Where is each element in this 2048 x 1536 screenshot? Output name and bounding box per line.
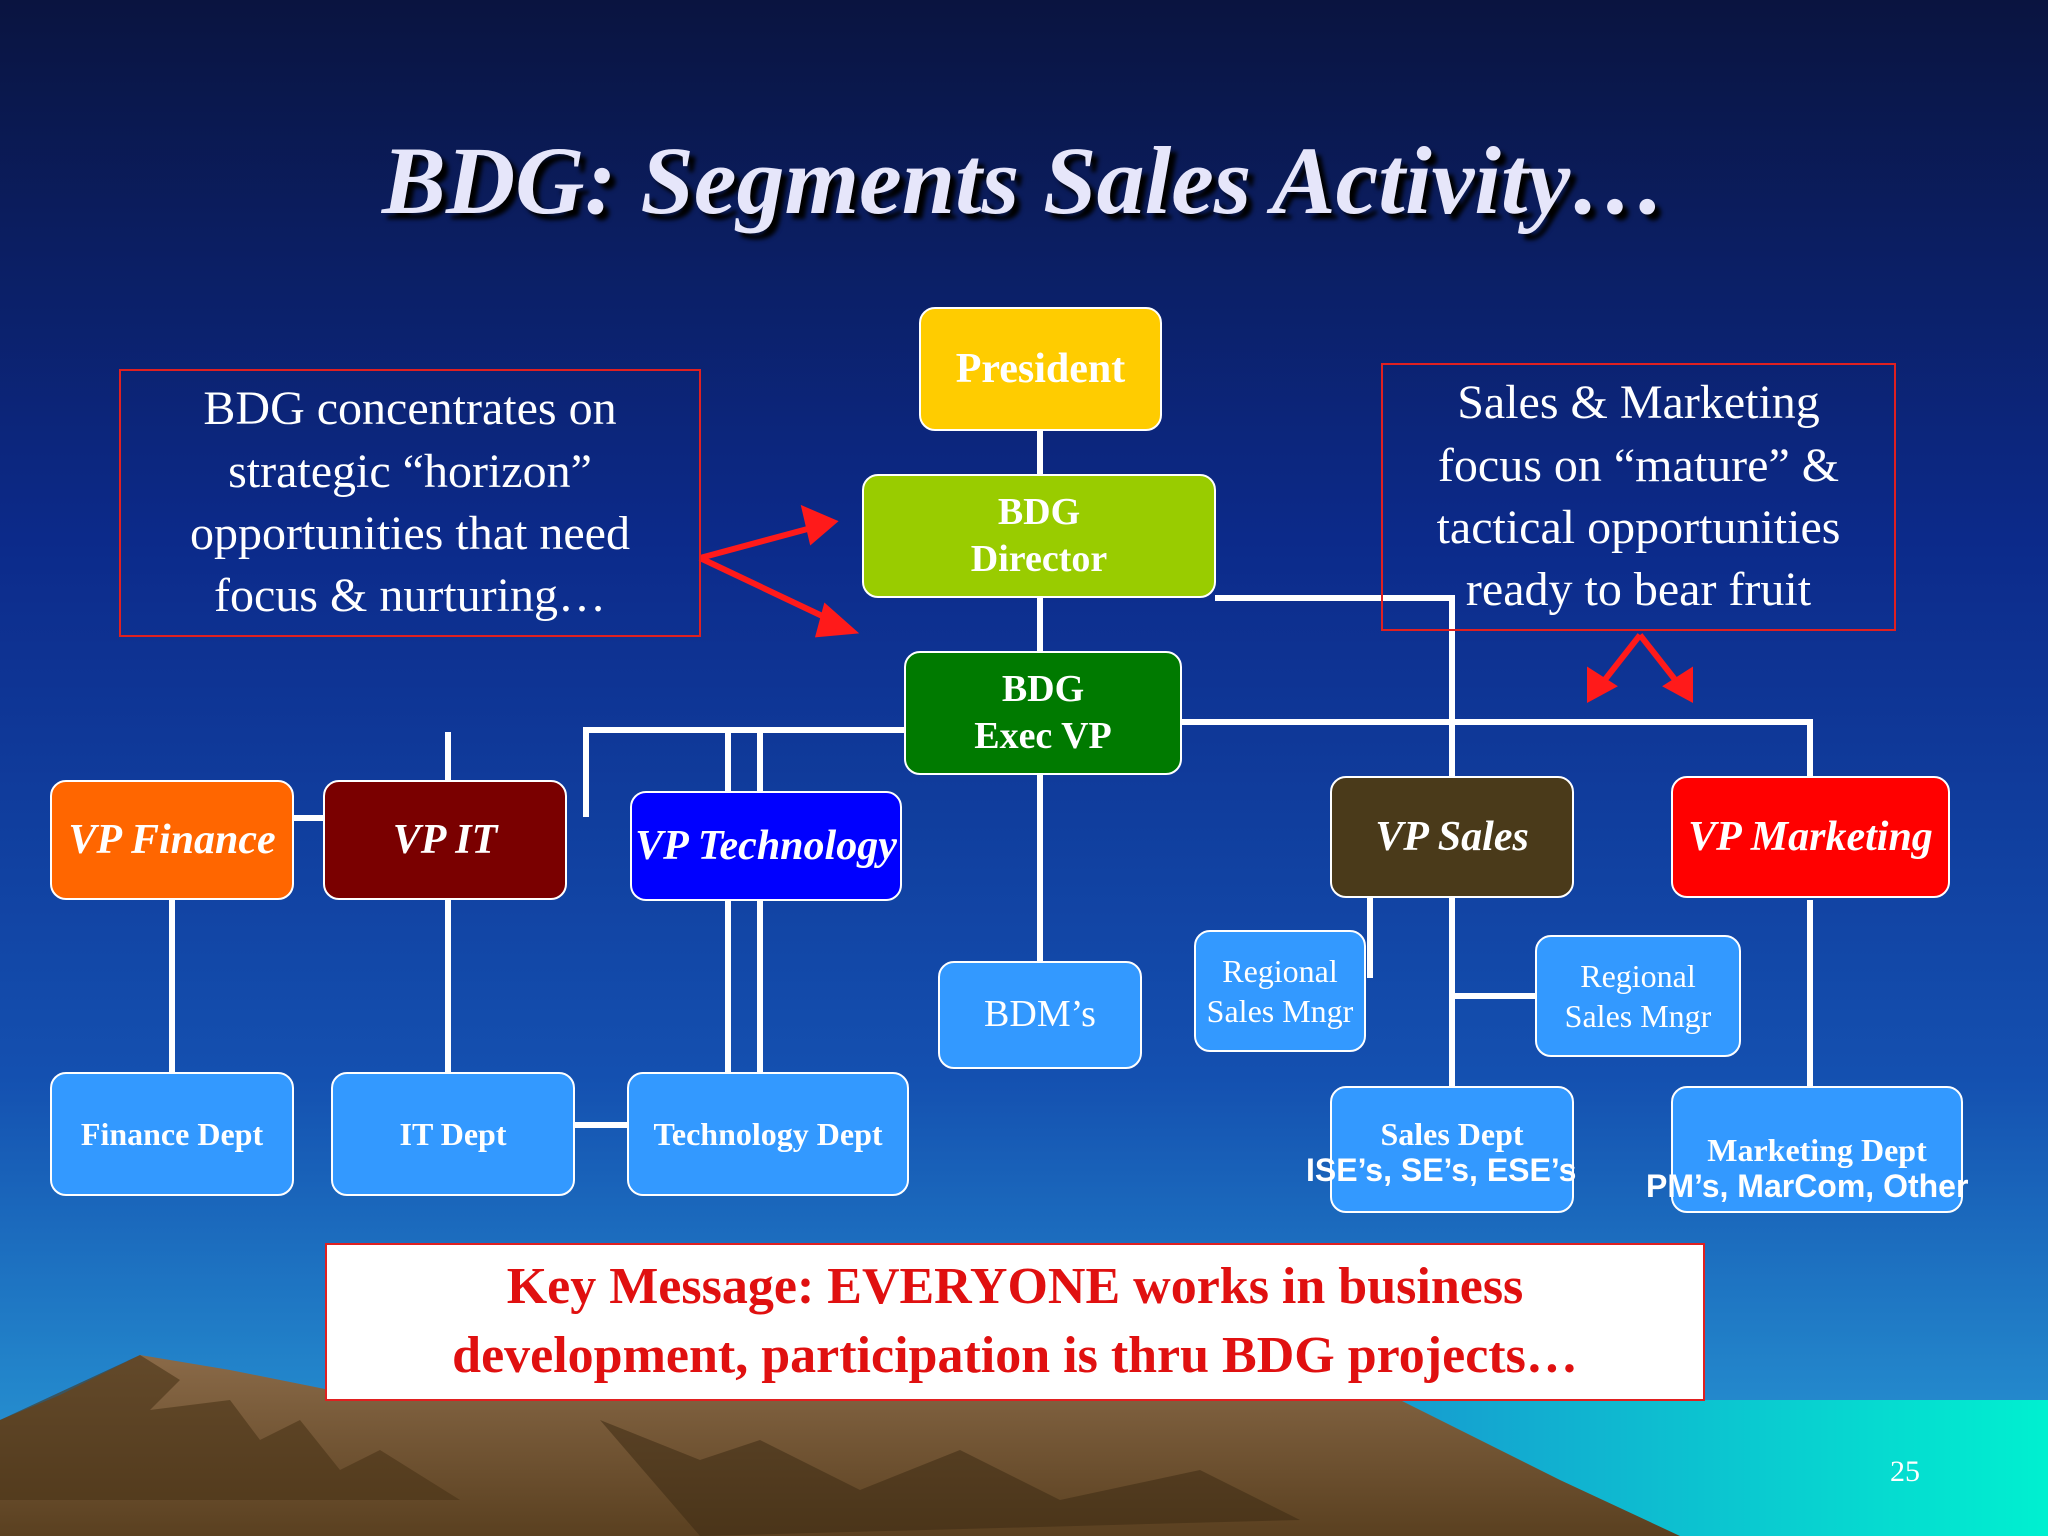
vp-technology-label: VP Technology <box>635 822 897 869</box>
technology-dept-label: Technology Dept <box>653 1116 883 1152</box>
key-message-line: development, participation is thru BDG p… <box>452 1327 1578 1384</box>
left-note-line: opportunities that need <box>190 507 630 560</box>
it-dept-label: IT Dept <box>399 1116 507 1152</box>
president-label: President <box>955 345 1126 392</box>
vp-it-label: VP IT <box>392 816 498 863</box>
left-note: BDG concentrates on strategic “horizon” … <box>119 369 701 637</box>
vp-it-box: VP IT <box>323 780 567 900</box>
marketing-dept-box: Marketing Dept <box>1671 1086 1963 1213</box>
regional-right-line: Regional <box>1580 958 1696 994</box>
bdms-label: BDM’s <box>984 993 1096 1036</box>
vp-technology-box: VP Technology <box>630 791 902 901</box>
vp-finance-label: VP Finance <box>68 816 276 863</box>
regional-sales-mngr-left-box: Regional Sales Mngr <box>1194 930 1366 1052</box>
regional-left-line: Sales Mngr <box>1206 993 1354 1029</box>
right-note-line: focus on “mature” & <box>1437 438 1840 492</box>
sales-dept-label: Sales Dept <box>1380 1116 1524 1152</box>
bdg-director-line: Director <box>970 538 1108 580</box>
marketing-dept-label: Marketing Dept <box>1707 1132 1927 1168</box>
bdms-box: BDM’s <box>938 961 1142 1069</box>
regional-right-line: Sales Mngr <box>1564 998 1712 1034</box>
right-note: Sales & Marketing focus on “mature” & ta… <box>1381 363 1896 631</box>
right-note-line: ready to bear fruit <box>1465 563 1812 617</box>
left-note-line: strategic “horizon” <box>228 444 592 498</box>
bdg-exec-vp-line: Exec VP <box>974 715 1112 757</box>
left-note-line: BDG concentrates on <box>203 382 617 436</box>
slide-title: BDG: Segments Sales Activity… <box>381 127 1667 234</box>
finance-dept-box: Finance Dept <box>50 1072 294 1196</box>
right-note-line: tactical opportunities <box>1436 501 1841 554</box>
bdg-exec-vp-line: BDG <box>1001 667 1085 710</box>
vp-marketing-label: VP Marketing <box>1688 813 1933 860</box>
marketing-dept-subtitle: PM’s, MarCom, Other <box>1646 1168 1969 1204</box>
regional-left-line: Regional <box>1222 953 1338 989</box>
vp-marketing-box: VP Marketing <box>1671 776 1950 898</box>
sales-dept-subtitle: ISE’s, SE’s, ESE’s <box>1306 1152 1577 1188</box>
key-message-line: Key Message: EVERYONE works in business <box>506 1258 1524 1316</box>
vp-sales-label: VP Sales <box>1375 813 1529 860</box>
right-note-line: Sales & Marketing <box>1457 376 1820 430</box>
page-number: 25 <box>1890 1455 1920 1488</box>
technology-dept-box: Technology Dept <box>627 1072 909 1196</box>
president-box: President <box>919 307 1162 431</box>
regional-sales-mngr-right-box: Regional Sales Mngr <box>1535 935 1741 1057</box>
finance-dept-label: Finance Dept <box>80 1116 264 1152</box>
vp-sales-box: VP Sales <box>1330 776 1574 898</box>
left-note-line: focus & nurturing… <box>214 569 606 623</box>
arrows <box>698 504 1693 704</box>
key-message-box: Key Message: EVERYONE works in business … <box>325 1243 1705 1401</box>
sales-dept-box: Sales Dept <box>1330 1086 1574 1213</box>
bdg-director-box: BDG Director <box>862 474 1216 598</box>
bdg-director-line: BDG <box>997 490 1081 533</box>
vp-finance-box: VP Finance <box>50 780 294 900</box>
bdg-exec-vp-box: BDG Exec VP <box>904 651 1182 775</box>
it-dept-box: IT Dept <box>331 1072 575 1196</box>
